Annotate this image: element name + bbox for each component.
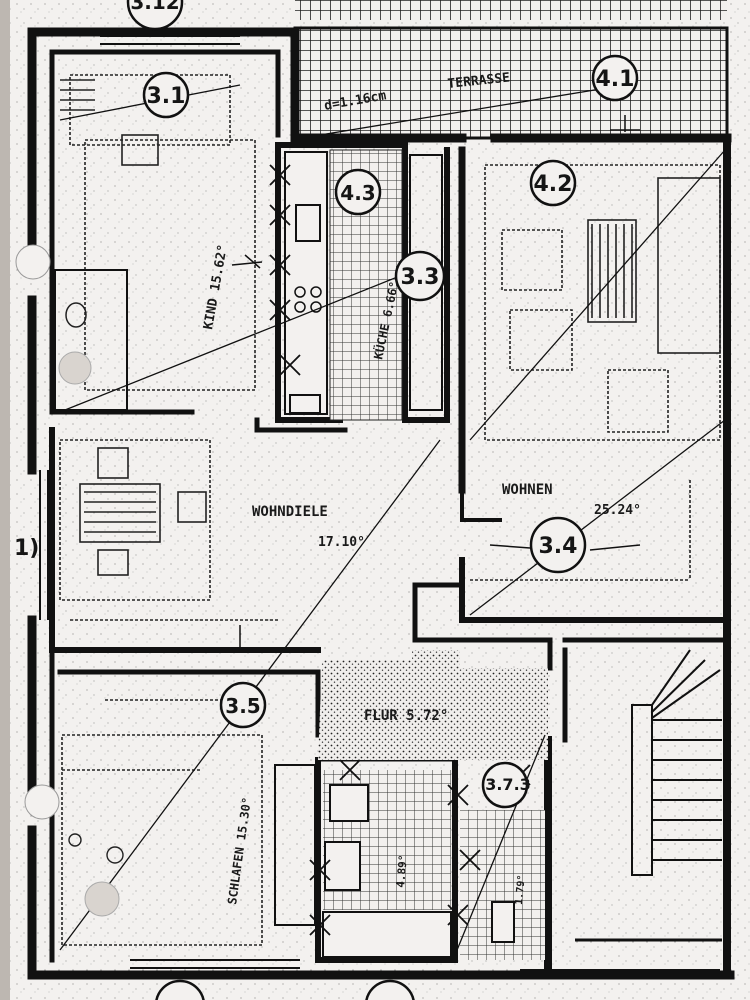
kitchen-counter — [284, 151, 328, 415]
wohndiele-label: WOHNDIELE — [252, 504, 328, 520]
bath-area: 4.89° — [394, 854, 410, 888]
dining-furniture — [59, 439, 280, 621]
kind-bed — [54, 269, 128, 411]
windows — [39, 35, 720, 971]
flur-label: FLUR 5.72° — [364, 708, 448, 724]
marker-3-4: 3.4 — [539, 534, 578, 559]
marker-4-1: 4.1 — [596, 67, 635, 92]
walls — [27, 27, 735, 980]
wohnen-area: 25.24° — [594, 503, 641, 518]
diagonal-lines — [59, 84, 726, 956]
marker-4-3: 4.3 — [340, 181, 375, 205]
marker-3-7-3: 3.7.3 — [485, 775, 531, 794]
marker-3-3: 3.3 — [401, 265, 440, 290]
marker-3-1: 3.1 — [147, 84, 186, 109]
marker-circles — [126, 0, 639, 1000]
wc-area: 1.79° — [514, 874, 528, 905]
marker-edge-1: 1) — [14, 536, 39, 561]
marker-4-2: 4.2 — [534, 172, 573, 197]
wohndiele-area: 17.10° — [318, 535, 365, 550]
punch-holes — [58, 351, 120, 917]
terrace-area — [293, 26, 729, 140]
marker-3-5: 3.5 — [225, 694, 260, 718]
kind-furniture — [60, 74, 256, 391]
marker-3-12: 3.12 — [130, 0, 179, 14]
terrace-label: TERRASSE — [447, 71, 511, 92]
top-strip — [295, 0, 727, 20]
flur-floor — [318, 650, 548, 760]
wohnen-label: WOHNEN — [502, 482, 553, 498]
living-furniture — [470, 164, 721, 581]
stairs — [575, 649, 722, 942]
